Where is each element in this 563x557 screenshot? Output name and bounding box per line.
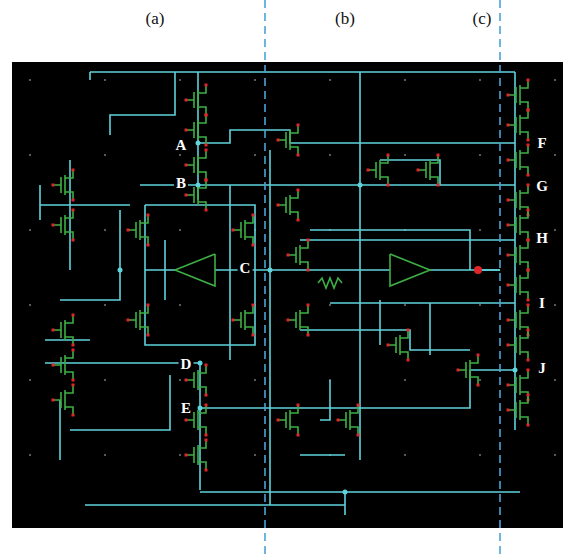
wire: [60, 210, 120, 300]
transistor-symbol: [185, 439, 208, 472]
transistor-symbol: [52, 169, 75, 202]
transistor-symbol: [232, 304, 255, 337]
wire: [69, 160, 71, 270]
transistor-symbol: [127, 214, 150, 247]
transistor-symbol: [232, 214, 255, 247]
transistor-symbol: [277, 124, 300, 157]
wire: [45, 339, 90, 341]
panel-label: (b): [332, 9, 358, 28]
node-label: B: [174, 175, 188, 192]
transistor-symbol: [127, 304, 150, 337]
wire: [200, 491, 520, 493]
node-label: H: [534, 230, 550, 247]
transistor-symbol: [287, 239, 310, 272]
wire: [429, 303, 431, 355]
transistor-symbol: [507, 109, 530, 142]
wire: [229, 185, 231, 360]
panel-label: (c): [470, 9, 495, 28]
transistor-symbol: [287, 304, 310, 337]
transistor-symbol: [507, 184, 530, 217]
wire: [59, 400, 61, 460]
wire: [320, 380, 330, 420]
node-label: J: [536, 360, 548, 377]
wire: [300, 239, 515, 241]
transistors: [52, 79, 530, 472]
transistor-symbol: [417, 154, 440, 187]
transistor-symbol: [52, 384, 75, 417]
transistor-symbol: [337, 404, 360, 437]
wire: [344, 492, 346, 515]
transistor-symbol: [507, 394, 530, 427]
node-label: D: [179, 356, 194, 373]
wire: [200, 370, 470, 408]
opamp-symbol: [390, 254, 430, 286]
panel-label: (a): [143, 9, 168, 28]
wire: [269, 150, 271, 505]
grid-dots: [29, 79, 556, 456]
junctions: [118, 141, 518, 495]
transistor-symbol: [277, 404, 300, 437]
wire: [145, 205, 255, 345]
node-label: G: [534, 178, 550, 195]
transistor-symbol: [507, 369, 530, 402]
transistor-symbol: [277, 189, 300, 222]
transistor-symbol: [507, 79, 530, 112]
wire: [89, 72, 91, 80]
wire: [90, 71, 515, 73]
opamp-symbol: [175, 254, 215, 286]
node-label: A: [174, 137, 189, 154]
node-label: E: [179, 400, 193, 417]
transistor-symbol: [507, 269, 530, 302]
transistor-symbol: [367, 154, 390, 187]
wire: [164, 240, 166, 300]
wire: [198, 130, 515, 143]
transistor-symbol: [185, 84, 208, 117]
transistor-symbol: [52, 349, 75, 382]
node-label: F: [535, 135, 548, 152]
node-label: I: [537, 295, 547, 312]
wires: [40, 72, 520, 515]
opamps: [175, 254, 430, 286]
layout-background: [12, 62, 563, 528]
wire: [45, 362, 200, 364]
section-divider: [264, 0, 266, 557]
resistor-symbol: [318, 278, 342, 288]
transistor-symbol: [507, 144, 530, 177]
wire: [40, 204, 130, 206]
wire: [300, 330, 470, 350]
transistor-symbol: [52, 314, 75, 347]
wire: [39, 185, 41, 220]
transistor-symbol: [507, 209, 530, 242]
wire: [379, 300, 381, 345]
transistor-symbol: [507, 304, 530, 337]
output-marker: [474, 266, 482, 274]
transistor-symbol: [507, 329, 530, 362]
node-label: C: [238, 260, 253, 277]
wire: [300, 454, 345, 456]
transistor-symbol: [507, 239, 530, 272]
transistor-symbol: [387, 329, 410, 362]
wire: [110, 72, 175, 135]
transistor-symbol: [457, 354, 480, 387]
wire: [359, 72, 361, 460]
wire: [330, 302, 515, 304]
transistor-symbol: [52, 209, 75, 242]
wire: [470, 369, 515, 371]
section-divider: [499, 0, 501, 557]
wire: [70, 375, 170, 430]
wire: [480, 269, 500, 271]
wire: [85, 504, 345, 506]
